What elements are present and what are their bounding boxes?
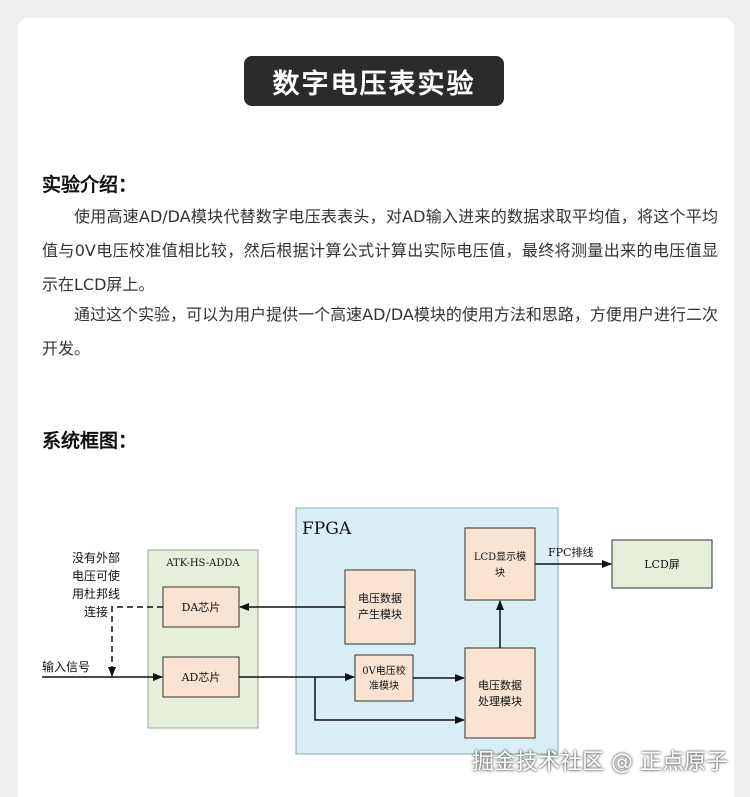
note-line-2: 电压可使 xyxy=(72,568,120,583)
calibration-module xyxy=(354,654,414,702)
fpc-label: FPC排线 xyxy=(548,545,593,559)
note-line-3: 用杜邦线 xyxy=(72,586,120,601)
adda-label: ATK-HS-ADDA xyxy=(165,558,240,569)
intro-paragraph-1: 使用高速AD/DA模块代替数字电压表表头，对AD输入进来的数据求取平均值，将这个… xyxy=(42,207,718,294)
fpga-label: FPGA xyxy=(302,519,352,539)
da-chip-block xyxy=(162,586,240,628)
da-chip-label: DA芯片 xyxy=(182,600,221,614)
lcd-screen-label: LCD屏 xyxy=(644,558,680,571)
voltage-gen-module xyxy=(344,569,416,645)
lcd-display-module xyxy=(464,527,536,601)
note-line-1: 没有外部 xyxy=(72,550,120,565)
page-title: 数字电压表实验 xyxy=(244,56,504,106)
lcd-display-label-2: 块 xyxy=(495,567,505,579)
dupont-loopback-dashed xyxy=(108,606,163,677)
lcd-display-label-1: LCD显示模 xyxy=(474,551,526,563)
ad-chip-label: AD芯片 xyxy=(181,670,221,684)
voltage-proc-label-2: 处理模块 xyxy=(478,695,522,708)
voltage-gen-label-1: 电压数据 xyxy=(358,591,402,605)
watermark: 掘金技术社区 @ 正点原子 xyxy=(472,750,728,775)
note-line-4: 连接 xyxy=(84,604,108,619)
intro-heading: 实验介绍： xyxy=(42,174,138,196)
voltage-proc-module xyxy=(464,647,536,739)
lcd-screen-block xyxy=(611,539,713,589)
input-signal-label: 输入信号 xyxy=(42,659,90,674)
ad-chip-block xyxy=(162,656,240,698)
calibration-label-2: 准模块 xyxy=(369,680,399,692)
voltage-gen-label-2: 产生模块 xyxy=(358,607,402,621)
intro-paragraph-2: 通过这个实验，可以为用户提供一个高速AD/DA模块的使用方法和思路，方便用户进行… xyxy=(42,305,718,358)
calibration-label-1: 0V电压校 xyxy=(362,664,406,677)
ad-to-proc-arrow xyxy=(314,677,465,724)
voltage-proc-label-1: 电压数据 xyxy=(478,678,522,692)
diagram-heading: 系统框图： xyxy=(42,430,138,452)
adda-module-region xyxy=(147,549,259,729)
